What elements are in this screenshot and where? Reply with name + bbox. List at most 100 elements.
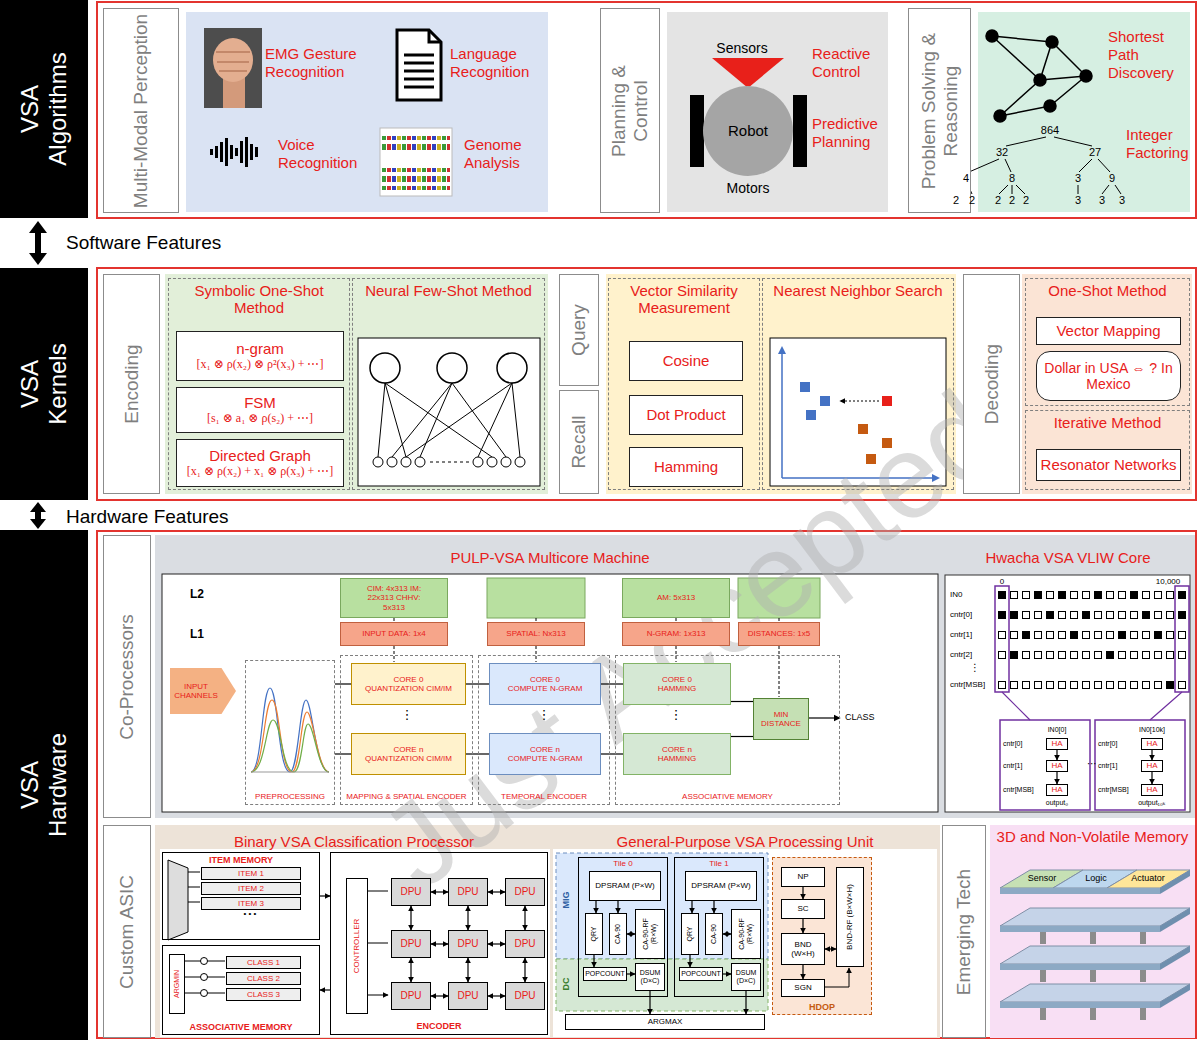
pulp-figure (251, 772, 329, 773)
node-text: CORE 0 (662, 675, 692, 684)
category-label: Custom ASIC (103, 825, 151, 1038)
panel-grounds (186, 12, 548, 212)
node-text: DPU (514, 938, 535, 950)
section-frames (97, 268, 1196, 500)
pulp-figure (487, 578, 585, 618)
label: IN0 (950, 590, 962, 599)
label: cntr[1] (1003, 762, 1022, 770)
node-text: CORE n (530, 745, 560, 754)
core-box: CORE 0COMPUTE N-GRAM (489, 663, 601, 705)
nearest-neighbor-plot (770, 338, 946, 486)
core-box: CORE nQUANTIZATION CIM/IM (351, 733, 466, 775)
label: cntr[MSB] (1003, 786, 1034, 794)
connector (689, 955, 690, 967)
node-text: DPU (400, 886, 421, 898)
connector (601, 753, 623, 754)
node-text: COMPUTE N-GRAM (508, 754, 583, 763)
hardware-region: General-Purpose VSA Processing UnitTile … (553, 830, 937, 1037)
unit-box: SGN (781, 979, 825, 997)
connector (593, 955, 594, 967)
pulp-figure (251, 700, 329, 772)
node-text: CORE 0 (394, 675, 424, 684)
section-tab: VSA Kernels (0, 268, 88, 500)
path-graph (992, 36, 1086, 116)
connector (595, 901, 596, 913)
hwacha-figure (1034, 591, 1042, 599)
connector (524, 906, 525, 930)
3d-memory-stack (1160, 946, 1190, 970)
class-row: CLASS 3 (226, 988, 301, 1001)
neural-network (497, 353, 527, 383)
nearest-neighbor-plot (770, 338, 946, 486)
binary-processor-figure (160, 849, 550, 1037)
node-text: HA (1146, 739, 1157, 748)
node-text: CA-90-RF (R×W) (738, 911, 754, 957)
document-icon (397, 30, 441, 100)
node-text: FSM (244, 394, 276, 411)
node-text: ARGMIN (173, 956, 181, 1012)
node-text: Tile 1 (709, 859, 728, 868)
l1-buffer: N-GRAM: 1x313 (622, 622, 730, 646)
waveform-icon (210, 137, 258, 167)
node-text: Cosine (663, 352, 710, 369)
hwacha-figure (995, 586, 1009, 692)
node-text: CA-90 (614, 914, 622, 954)
path-graph (1044, 100, 1056, 112)
section-frames (97, 2, 1196, 218)
nearest-neighbor-plot (806, 410, 816, 420)
hwacha-figure (1095, 720, 1185, 810)
connector (320, 895, 330, 896)
emg-fist-photo (204, 28, 262, 108)
node-text: INPUT CHANNELS (170, 682, 222, 700)
node-text: SPATIAL: Nx313 (506, 629, 565, 638)
hwacha-figure (998, 591, 1006, 599)
3d-memory-stack (1000, 926, 1160, 932)
label: Sensors (716, 40, 767, 56)
node-text: ITEM 3 (238, 899, 264, 908)
document-icon (404, 55, 434, 87)
category-label: Recall (559, 390, 599, 494)
connector (649, 991, 650, 1014)
node-text: EMG Gesture Recognition (265, 45, 380, 81)
connector (467, 906, 468, 930)
label: 3 (1075, 172, 1081, 185)
node-text: VSA Kernels (16, 323, 71, 445)
node-text: Decoding (981, 279, 1003, 489)
category-label: Query (559, 274, 599, 386)
node-text: Directed Graph (209, 447, 311, 464)
label: 27 (1089, 146, 1101, 159)
connector (723, 973, 731, 974)
label: Hardware Features (66, 506, 229, 528)
robot-drawing (690, 95, 704, 167)
node-text: QUANTIZATION CIM/IM (365, 684, 452, 693)
label: 2 (995, 194, 1001, 207)
node-text: Voice Recognition (278, 136, 373, 172)
node-text: HA (1146, 785, 1157, 794)
nearest-neighbor-plot (932, 474, 940, 482)
emg-fist-photo (213, 38, 253, 82)
label: cntr[MSB] (1098, 786, 1129, 794)
connector (617, 901, 618, 913)
label: Software Features (66, 232, 221, 254)
node-text: DPU (457, 938, 478, 950)
binary-processor-figure (188, 872, 200, 902)
core-box: CORE 0QUANTIZATION CIM/IM (351, 663, 466, 705)
node-text: Hamming (654, 458, 718, 475)
unit-box: DPSRAM (P×W) (685, 871, 757, 901)
waveform-icon (220, 142, 223, 162)
3d-memory-stack (1000, 1002, 1160, 1008)
node-text: DPSRAM (P×W) (595, 881, 654, 890)
hwacha-figure (1094, 591, 1102, 599)
unit-box: CA-90-RF (R×W) (635, 909, 665, 959)
genome-image (382, 134, 450, 140)
neural-network (415, 457, 425, 467)
node-text: CA-90 (710, 914, 718, 954)
robot-drawing (793, 95, 807, 167)
node-text: ITEM 2 (238, 884, 264, 893)
panel-grounds (990, 825, 1195, 1038)
hwacha-figure (1058, 591, 1066, 599)
unit-box: QRY (681, 913, 699, 955)
label: cntr[0] (1098, 740, 1117, 748)
node-text: VSA Hardware (16, 724, 71, 846)
